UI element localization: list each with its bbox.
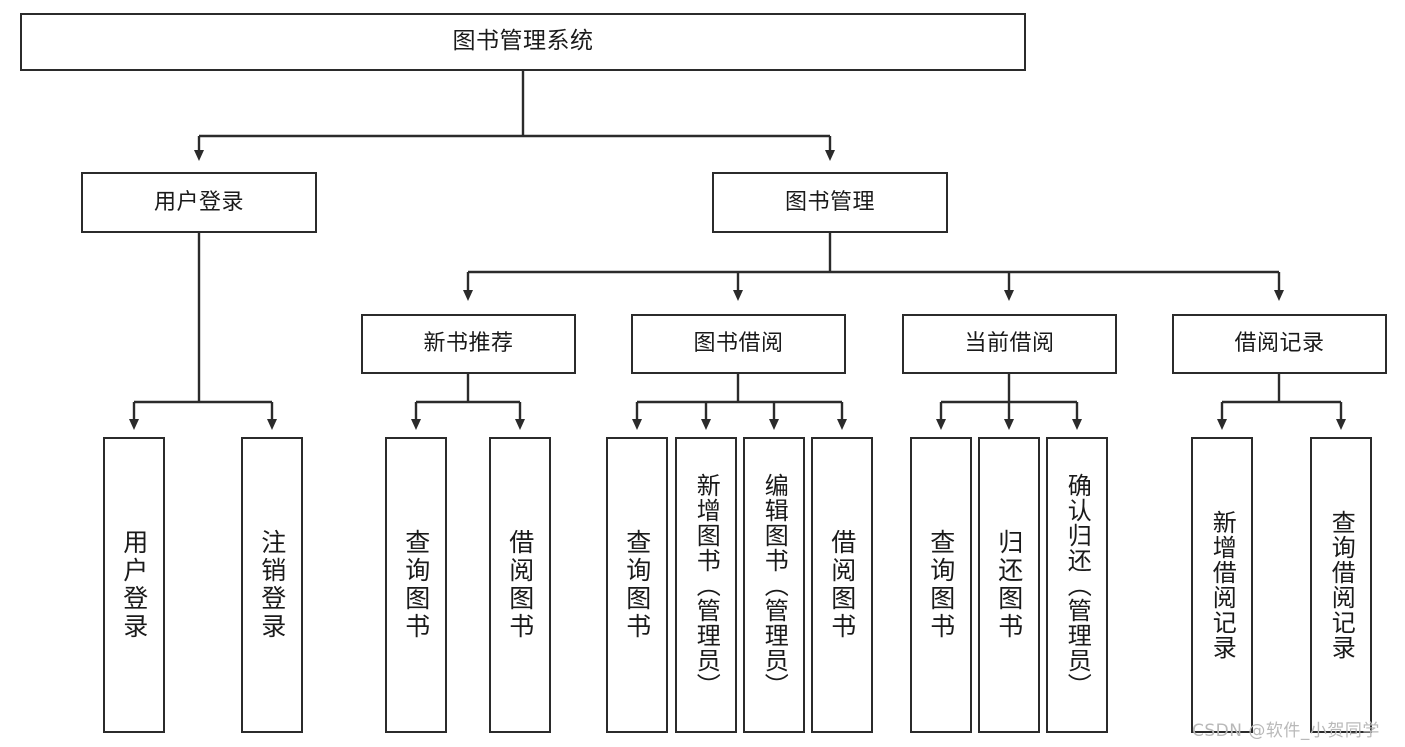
node-user-login[interactable]: 用户登录 bbox=[81, 172, 317, 233]
node-leaf-borrow-book-1-label: 借阅图书 bbox=[505, 529, 535, 641]
node-book-borrow-label: 图书借阅 bbox=[693, 331, 784, 357]
csdn-watermark: CSDN @软件_小贺同学 bbox=[1192, 721, 1380, 741]
node-borrow-record[interactable]: 借阅记录 bbox=[1172, 314, 1387, 374]
node-leaf-query-record-label: 查询借阅记录 bbox=[1327, 510, 1356, 660]
node-new-book-recommend-label: 新书推荐 bbox=[423, 331, 514, 357]
node-leaf-return-book-label: 归还图书 bbox=[994, 529, 1024, 641]
node-leaf-query-record[interactable]: 查询借阅记录 bbox=[1310, 437, 1372, 733]
node-leaf-borrow-book-2-label: 借阅图书 bbox=[827, 529, 857, 641]
node-current-borrow[interactable]: 当前借阅 bbox=[902, 314, 1117, 374]
node-leaf-add-book[interactable]: 新增图书（管理员） bbox=[675, 437, 737, 733]
node-root[interactable]: 图书管理系统 bbox=[20, 13, 1026, 71]
node-book-manage[interactable]: 图书管理 bbox=[712, 172, 948, 233]
node-leaf-query-book-2[interactable]: 查询图书 bbox=[606, 437, 668, 733]
node-leaf-user-logout[interactable]: 注销登录 bbox=[241, 437, 303, 733]
node-book-manage-label: 图书管理 bbox=[784, 189, 875, 215]
node-current-borrow-label: 当前借阅 bbox=[964, 331, 1055, 357]
node-leaf-add-book-label: 新增图书（管理员） bbox=[692, 472, 721, 698]
node-leaf-borrow-book-1[interactable]: 借阅图书 bbox=[489, 437, 551, 733]
node-user-login-label: 用户登录 bbox=[153, 189, 244, 215]
node-leaf-confirm-return-label: 确认归还（管理员） bbox=[1063, 472, 1092, 698]
node-leaf-confirm-return[interactable]: 确认归还（管理员） bbox=[1046, 437, 1108, 733]
node-leaf-return-book[interactable]: 归还图书 bbox=[978, 437, 1040, 733]
node-root-label: 图书管理系统 bbox=[452, 28, 594, 55]
node-leaf-borrow-book-2[interactable]: 借阅图书 bbox=[811, 437, 873, 733]
node-leaf-query-book-3-label: 查询图书 bbox=[926, 529, 956, 641]
node-leaf-user-logout-label: 注销登录 bbox=[257, 529, 287, 641]
node-leaf-query-book-2-label: 查询图书 bbox=[622, 529, 652, 641]
node-leaf-user-login[interactable]: 用户登录 bbox=[103, 437, 165, 733]
node-leaf-edit-book[interactable]: 编辑图书（管理员） bbox=[743, 437, 805, 733]
node-book-borrow[interactable]: 图书借阅 bbox=[631, 314, 846, 374]
node-leaf-query-book-3[interactable]: 查询图书 bbox=[910, 437, 972, 733]
node-leaf-query-book-1-label: 查询图书 bbox=[401, 529, 431, 641]
node-leaf-user-login-label: 用户登录 bbox=[119, 529, 149, 641]
node-leaf-add-record[interactable]: 新增借阅记录 bbox=[1191, 437, 1253, 733]
node-new-book-recommend[interactable]: 新书推荐 bbox=[361, 314, 576, 374]
node-leaf-edit-book-label: 编辑图书（管理员） bbox=[760, 472, 789, 698]
node-leaf-query-book-1[interactable]: 查询图书 bbox=[385, 437, 447, 733]
node-leaf-add-record-label: 新增借阅记录 bbox=[1208, 510, 1237, 660]
node-borrow-record-label: 借阅记录 bbox=[1234, 331, 1325, 357]
